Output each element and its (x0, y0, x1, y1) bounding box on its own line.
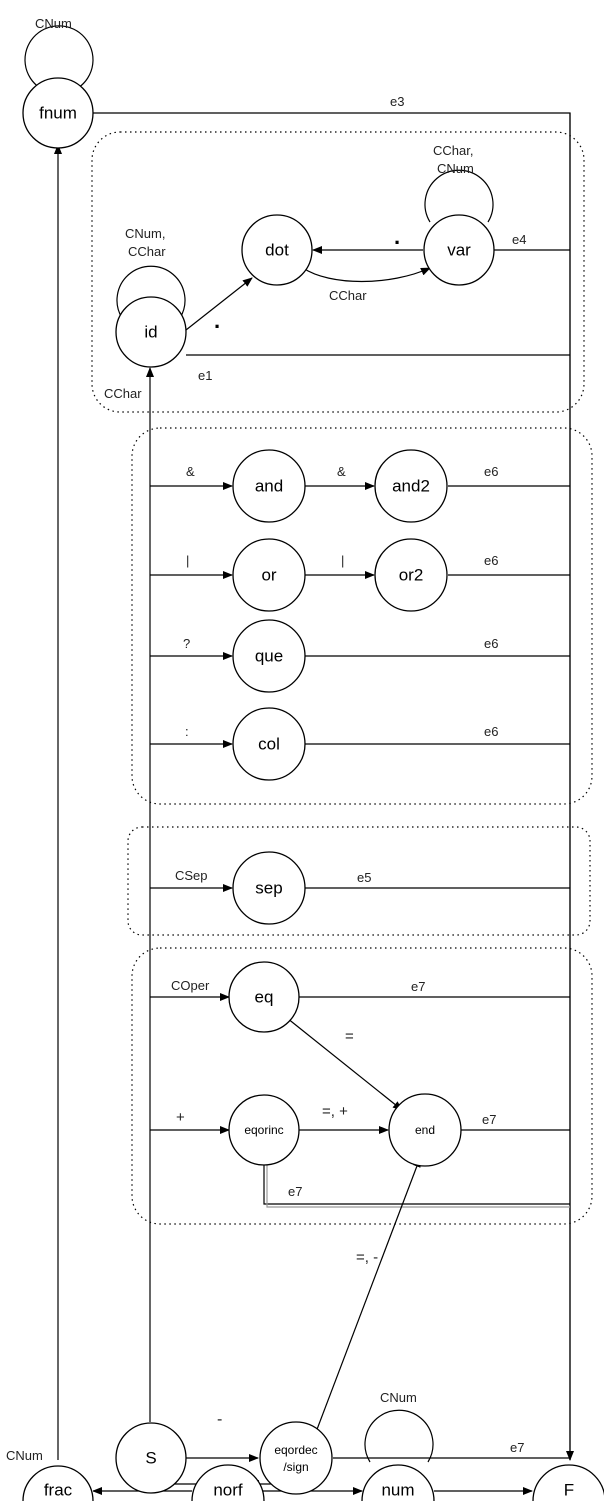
node-eq: eq (228, 961, 300, 1033)
label-and2-to-F: e6 (484, 464, 498, 479)
label-S-to-eq: COper (171, 978, 210, 993)
label-que-to-F: e6 (484, 636, 498, 651)
label-or-to-or2: | (341, 553, 344, 568)
node-norf: norf (191, 1464, 265, 1501)
label-var-to-F: e4 (512, 232, 526, 247)
edge-num-loop (364, 1409, 434, 1463)
label-id-to-dot: . (214, 308, 220, 333)
node-fnum-label: fnum (39, 104, 77, 123)
node-and-label: and (255, 477, 283, 496)
node-num: num (361, 1464, 435, 1501)
edge-var-loop (424, 169, 494, 223)
label-end-to-F: e7 (482, 1112, 496, 1127)
label-num-loop: CNum (380, 1390, 417, 1405)
node-and2: and2 (374, 449, 448, 523)
node-or2-label: or2 (399, 566, 424, 585)
node-dot: dot (241, 214, 313, 286)
label-eqorinc-to-end: =, + (322, 1103, 348, 1120)
node-sep-label: sep (255, 879, 282, 898)
label-col-to-F: e6 (484, 724, 498, 739)
node-eqorinc: eqorinc (228, 1094, 300, 1166)
node-or: or (232, 538, 306, 612)
node-eq-label: eq (255, 988, 274, 1007)
edge-id-loop (116, 265, 186, 319)
label-fnum-loop: CNum (35, 16, 72, 31)
label-eq-to-F: e7 (411, 979, 425, 994)
node-S: S (115, 1422, 187, 1494)
node-end-label: end (415, 1123, 435, 1137)
label-S-to-or: | (186, 553, 189, 568)
edge-eqordec-to-end (315, 1157, 421, 1433)
label-S-to-id: CChar (104, 386, 142, 401)
label-dot-to-var: CChar (329, 288, 367, 303)
node-S-label: S (145, 1449, 156, 1468)
node-F: F (532, 1464, 604, 1501)
edge-fnum-loop (24, 25, 94, 89)
node-dot-label: dot (265, 241, 289, 260)
node-fnum: fnum (22, 77, 94, 149)
label-eqorinc-to-F: e7 (288, 1184, 302, 1199)
edge-dot-to-var (302, 267, 431, 283)
group-identifiers (91, 131, 585, 413)
label-and-to-and2: & (337, 464, 346, 479)
label-S-to-que: ? (183, 636, 190, 651)
group-logical-ops (131, 427, 593, 805)
group-separator (127, 826, 591, 936)
label-S-to-eqordec: - (217, 1411, 222, 1428)
node-col: col (232, 707, 306, 781)
label-S-to-sep: CSep (175, 868, 208, 883)
node-frac: frac (22, 1460, 94, 1501)
edge-eq-to-end (286, 1017, 403, 1111)
label-eqordec-to-end: =, - (356, 1249, 378, 1266)
node-que: que (232, 619, 306, 693)
edge-eqorinc-to-F (263, 1164, 570, 1205)
node-id-label: id (144, 323, 157, 342)
node-eqordec-label-1: eqordec (274, 1443, 317, 1457)
edge-id-to-dot (185, 277, 253, 331)
label-eqordec-to-F: e7 (510, 1440, 524, 1455)
node-sep: sep (232, 851, 306, 925)
node-F-label: F (564, 1481, 574, 1500)
label-var-loop-1: CChar, (433, 143, 473, 158)
label-var-loop-2: CNum (437, 161, 474, 176)
label-fnum-to-F: e3 (390, 94, 404, 109)
node-var: var (423, 214, 495, 286)
node-eqordec-label-2: /sign (283, 1460, 308, 1474)
node-var-label: var (447, 241, 471, 260)
label-eq-to-end: = (345, 1028, 354, 1045)
node-num-label: num (381, 1481, 414, 1500)
node-eqorinc-label: eqorinc (244, 1123, 283, 1137)
node-norf-label: norf (213, 1481, 243, 1500)
edge-eqorinc-to-F-shadow (266, 1164, 570, 1208)
node-que-label: que (255, 647, 283, 666)
node-or-label: or (261, 566, 276, 585)
label-id-to-F: e1 (198, 368, 212, 383)
label-S-to-eqorinc: + (176, 1109, 185, 1126)
node-eqordec-sign: eqordec /sign (259, 1421, 333, 1495)
label-S-to-and: & (186, 464, 195, 479)
node-frac-label: frac (44, 1481, 73, 1500)
label-frac-to-fnum: CNum (6, 1448, 43, 1463)
label-S-to-col: : (185, 724, 189, 739)
node-and2-label: and2 (392, 477, 430, 496)
label-sep-to-F: e5 (357, 870, 371, 885)
node-or2: or2 (374, 538, 448, 612)
label-var-to-dot: . (394, 224, 400, 249)
label-id-loop-1: CNum, (125, 226, 165, 241)
node-col-label: col (258, 735, 280, 754)
label-id-loop-2: CChar (128, 244, 166, 259)
node-id: id (115, 296, 187, 368)
node-and: and (232, 449, 306, 523)
label-or2-to-F: e6 (484, 553, 498, 568)
node-end: end (388, 1093, 462, 1167)
